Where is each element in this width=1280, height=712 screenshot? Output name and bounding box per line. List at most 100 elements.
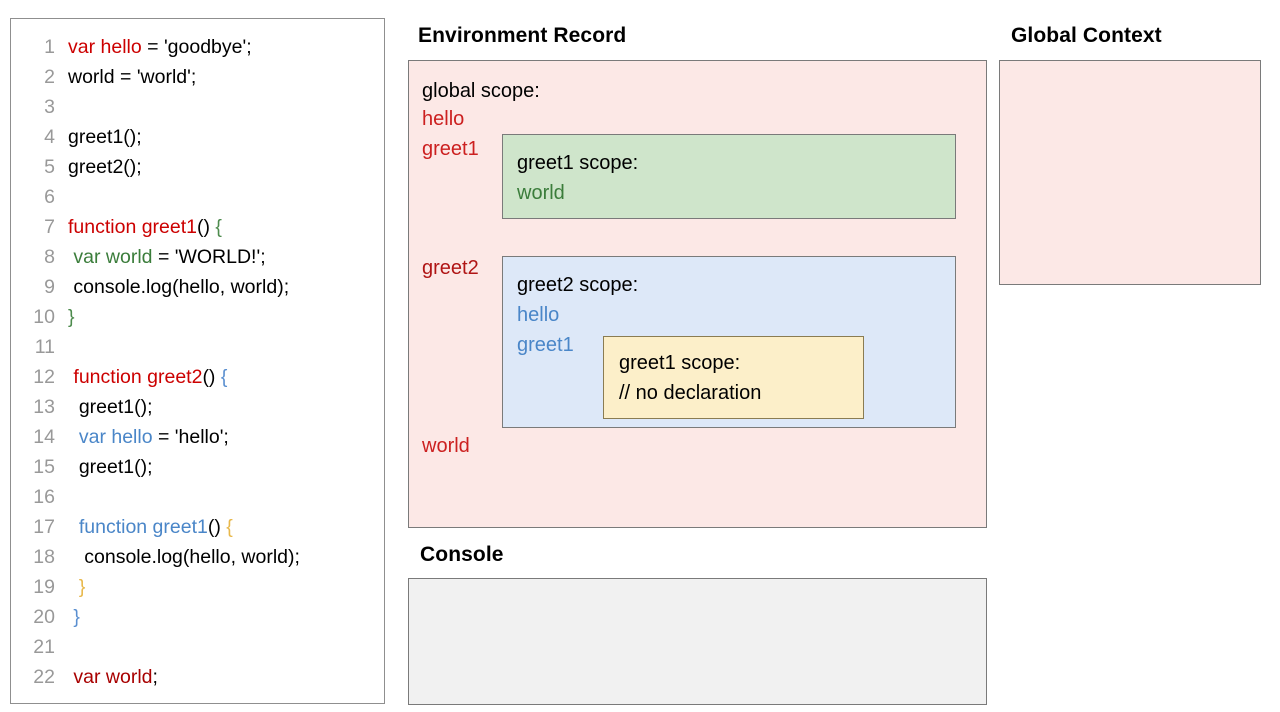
code-line-text: var hello = 'goodbye';	[55, 32, 252, 62]
code-line: 15 greet1();	[11, 452, 384, 482]
code-line-text: console.log(hello, world);	[55, 272, 289, 302]
code-token: console.log(hello, world);	[68, 276, 290, 298]
code-token: console.log(hello, world);	[68, 546, 300, 568]
code-line: 19 }	[11, 572, 384, 602]
line-number: 19	[33, 576, 55, 598]
code-line-text: }	[55, 302, 75, 332]
code-token: world = 'world';	[68, 66, 197, 88]
code-line-text: var world = 'WORLD!';	[55, 242, 266, 272]
code-token: {	[215, 216, 222, 238]
code-token: ()	[197, 216, 216, 238]
code-token: function greet2	[73, 366, 203, 388]
code-line-text: greet1();	[55, 392, 153, 422]
code-line-text: greet1();	[55, 452, 153, 482]
global-context-title: Global Context	[1011, 24, 1162, 47]
code-line: 21	[11, 632, 384, 662]
line-number: 10	[33, 306, 55, 328]
global-binding-greet1: greet1	[422, 138, 479, 160]
code-line: 20 }	[11, 602, 384, 632]
code-line: 17 function greet1() {	[11, 512, 384, 542]
global-binding-hello: hello	[422, 108, 465, 130]
code-line: 12 function greet2() {	[11, 362, 384, 392]
line-number: 6	[44, 186, 55, 208]
code-line-text: greet2();	[55, 152, 142, 182]
line-number: 18	[33, 546, 55, 568]
code-token: function greet1	[68, 216, 198, 238]
greet2-scope-box: greet2 scope: hello greet1 greet1 scope:…	[502, 256, 956, 428]
console-output-box[interactable]	[408, 578, 987, 705]
line-number: 3	[44, 96, 55, 118]
line-number: 14	[33, 426, 55, 448]
code-token: ()	[207, 516, 227, 538]
code-token: }	[78, 576, 86, 598]
code-token: }	[73, 606, 80, 628]
code-line-text: function greet2() {	[55, 362, 227, 392]
code-token: {	[220, 366, 228, 388]
greet2-binding-hello: hello	[517, 304, 560, 326]
code-line: 13 greet1();	[11, 392, 384, 422]
code-token: }	[68, 306, 75, 328]
code-token: greet1();	[68, 396, 153, 418]
nested-greet1-scope-box: greet1 scope: // no declaration	[603, 336, 864, 419]
greet2-binding-greet1: greet1	[517, 334, 574, 356]
code-line-text: console.log(hello, world);	[55, 542, 300, 572]
code-line: 9 console.log(hello, world);	[11, 272, 384, 302]
line-number: 1	[44, 36, 55, 58]
nested-greet1-scope-note: // no declaration	[619, 382, 762, 404]
line-number: 20	[33, 606, 55, 628]
code-line: 8 var world = 'WORLD!';	[11, 242, 384, 272]
line-number: 15	[33, 456, 55, 478]
global-context-box	[999, 60, 1261, 285]
greet1-scope-box: greet1 scope: world	[502, 134, 956, 219]
code-token: = 'hello';	[152, 426, 229, 448]
code-token: greet2();	[68, 156, 142, 178]
code-line-text: world = 'world';	[55, 62, 196, 92]
code-line-text: }	[55, 602, 80, 632]
line-number: 4	[44, 126, 55, 148]
code-line: 3	[11, 92, 384, 122]
code-line-text: function greet1() {	[55, 212, 222, 242]
line-number: 16	[33, 486, 55, 508]
code-token: var hello	[68, 36, 142, 58]
code-line: 11	[11, 332, 384, 362]
code-token: {	[226, 516, 233, 538]
code-line-text: var world;	[55, 662, 158, 692]
code-token: greet1();	[68, 126, 142, 148]
code-line: 5 greet2();	[11, 152, 384, 182]
line-number: 21	[33, 636, 55, 658]
code-line: 22 var world;	[11, 662, 384, 692]
line-number: 11	[34, 336, 55, 358]
line-number: 8	[44, 246, 55, 268]
global-scope-heading: global scope:	[422, 80, 540, 102]
code-token: function greet1	[78, 516, 208, 538]
console-title: Console	[420, 543, 504, 566]
code-token: = 'goodbye';	[141, 36, 252, 58]
environment-record-title: Environment Record	[418, 24, 627, 47]
code-token: var hello	[78, 426, 153, 448]
code-token: ;	[152, 666, 158, 688]
code-token	[68, 576, 79, 598]
line-number: 5	[44, 156, 55, 178]
greet2-scope-heading: greet2 scope:	[517, 274, 639, 296]
code-line-text: }	[55, 572, 86, 602]
code-line-text: function greet1() {	[55, 512, 233, 542]
code-token	[68, 516, 79, 538]
environment-record-box: global scope: hello greet1 greet2 world …	[408, 60, 987, 528]
code-line-text: var hello = 'hello';	[55, 422, 229, 452]
code-line-text: greet1();	[55, 122, 142, 152]
greet1-binding-world: world	[517, 182, 565, 204]
code-token: = 'WORLD!';	[152, 246, 266, 268]
code-token: greet1();	[68, 456, 153, 478]
code-line: 16	[11, 482, 384, 512]
code-line: 10}	[11, 302, 384, 332]
line-number: 17	[33, 516, 55, 538]
line-number: 12	[33, 366, 55, 388]
code-line: 18 console.log(hello, world);	[11, 542, 384, 572]
global-binding-world: world	[422, 435, 470, 457]
code-token	[68, 426, 79, 448]
global-binding-greet2: greet2	[422, 257, 479, 279]
